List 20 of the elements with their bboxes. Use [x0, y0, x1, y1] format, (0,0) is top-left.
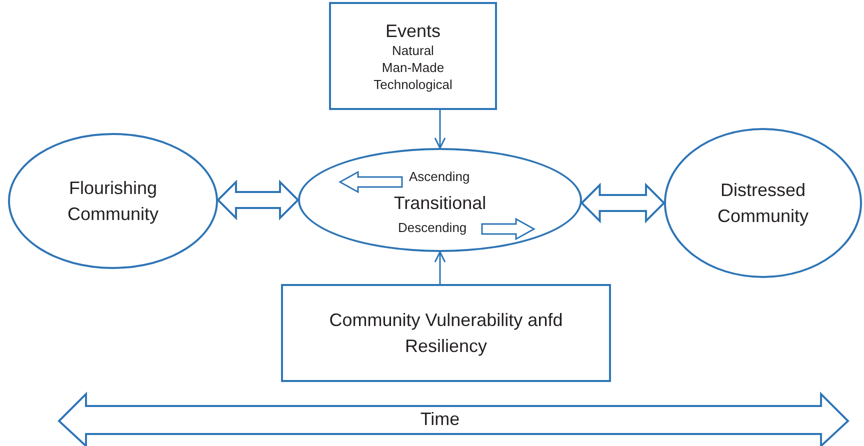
direction-label: Descending	[398, 221, 467, 234]
arrow	[434, 251, 446, 284]
event-type: Technological	[374, 76, 452, 93]
ellipse-node	[664, 128, 862, 278]
ellipse-node	[298, 148, 582, 252]
ellipse-node	[8, 133, 218, 269]
process-box	[281, 284, 611, 382]
event-type: Man-Made	[382, 59, 444, 76]
process-box	[329, 2, 497, 110]
node-title: Events	[385, 20, 441, 42]
node-title: Transitional	[392, 194, 488, 212]
node-text: Community Vulnerability anfd Resiliency	[328, 309, 564, 358]
event-type: Natural	[392, 42, 434, 59]
node-text: Distressed Community	[716, 179, 810, 228]
double-block-arrow	[580, 182, 666, 224]
time-label: Time	[419, 408, 461, 430]
double-block-arrow	[216, 180, 300, 220]
arrow	[434, 110, 446, 149]
node-text: Flourishing Community	[66, 177, 160, 226]
direction-label: Ascending	[409, 170, 470, 183]
